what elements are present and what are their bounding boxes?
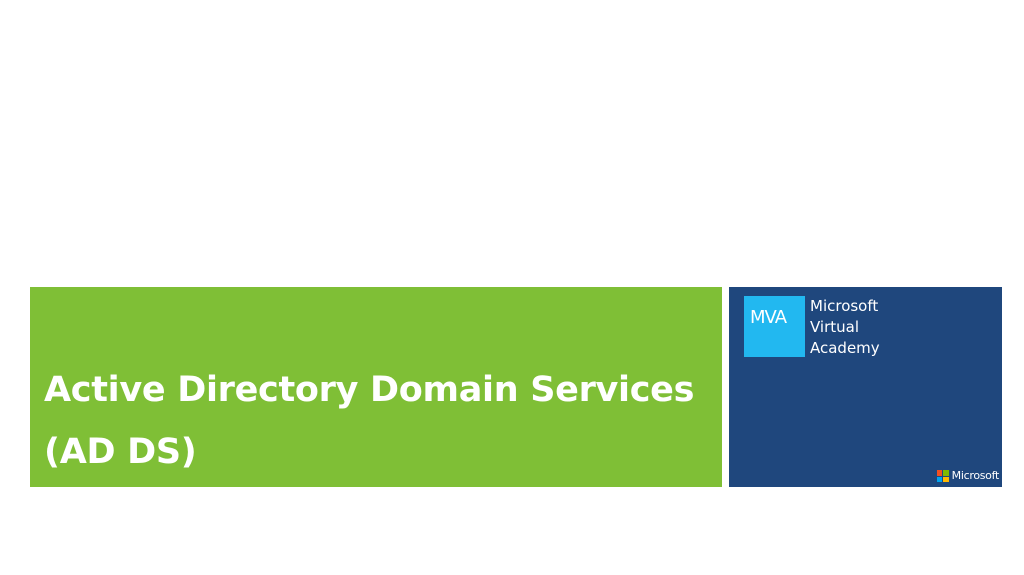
logo-square-yellow <box>943 476 949 482</box>
mva-name: Microsoft Virtual Academy <box>810 296 880 359</box>
mva-tile-label: MVA <box>750 307 787 328</box>
logo-square-green <box>943 470 949 476</box>
mva-name-line-1: Microsoft <box>810 297 879 315</box>
slide-title-line-1: Active Directory Domain Services <box>44 370 695 410</box>
microsoft-squares-icon <box>936 470 949 482</box>
microsoft-wordmark: Microsoft <box>951 469 1000 482</box>
mva-name-line-3: Academy <box>810 339 880 357</box>
mva-name-line-2: Virtual <box>810 318 860 336</box>
slide-title-line-2: (AD DS) <box>44 432 197 472</box>
mva-logo-tile-icon: MVA <box>744 296 805 357</box>
slide-title: Active Directory Domain Services (AD DS) <box>44 359 704 483</box>
microsoft-logo: Microsoft <box>936 469 1000 482</box>
logo-square-blue <box>936 476 943 482</box>
logo-square-red <box>936 470 943 476</box>
brand-panel: MVA Microsoft Virtual Academy Microsoft <box>729 287 1002 487</box>
title-panel: Active Directory Domain Services (AD DS) <box>30 287 722 487</box>
